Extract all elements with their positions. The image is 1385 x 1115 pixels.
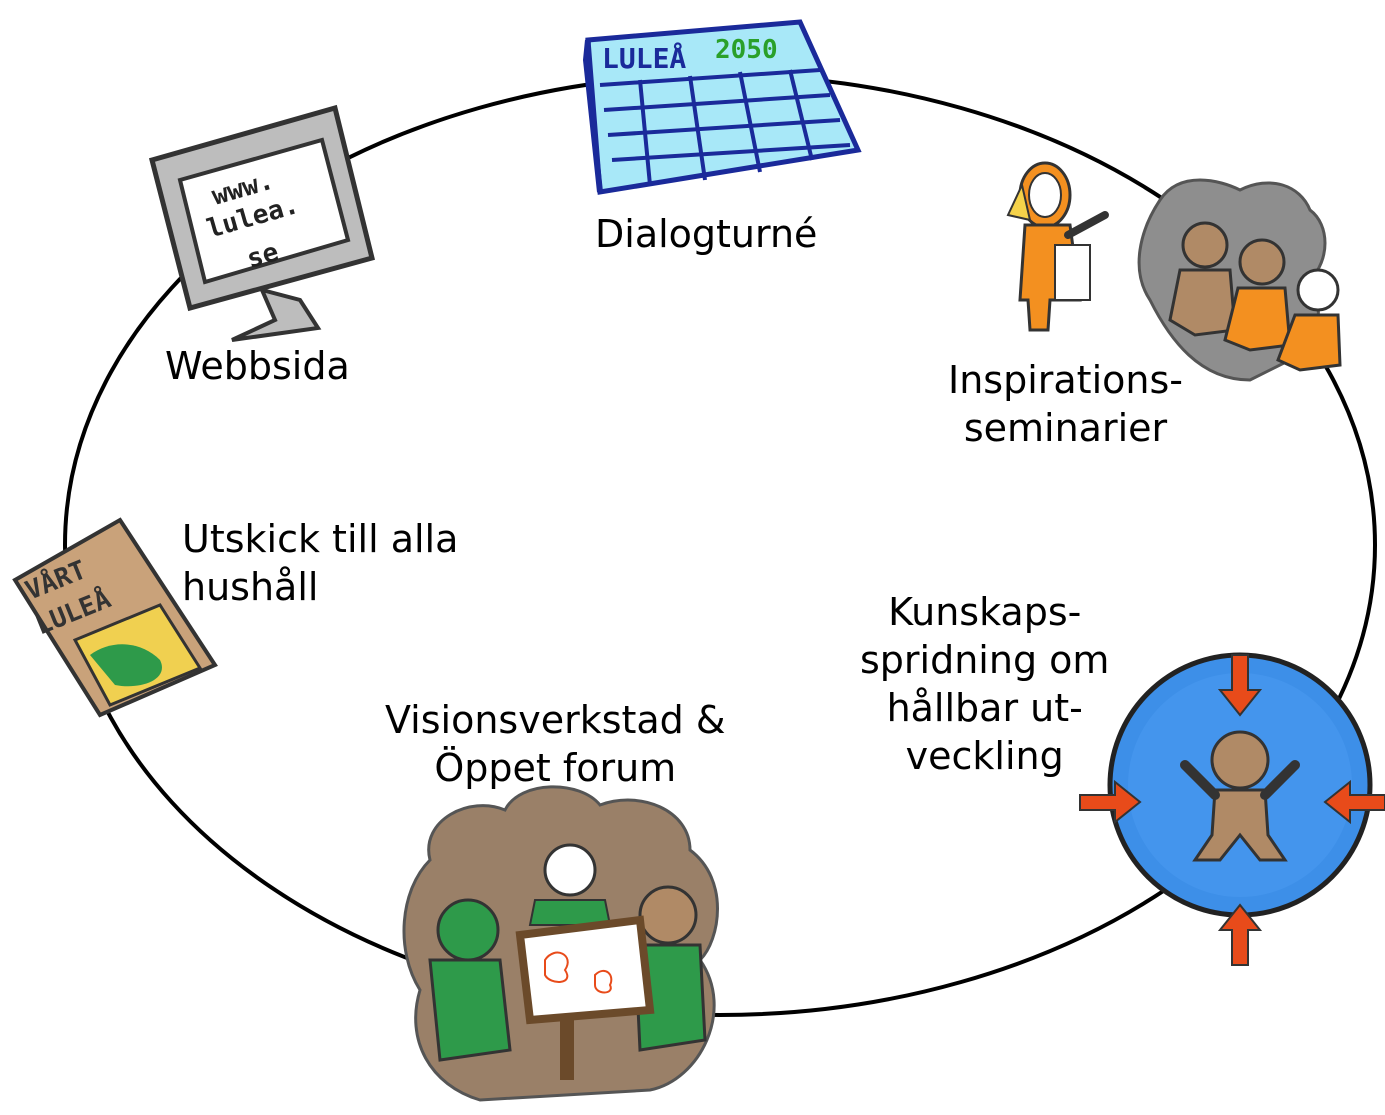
label-visionsverkstad: Visionsverkstad & Öppet forum — [385, 698, 726, 790]
label-dialogturne: Dialogturné — [595, 212, 818, 256]
label-webbsida: Webbsida — [165, 344, 350, 388]
calendar-title: LULEÅ — [602, 41, 686, 75]
calendar-year: 2050 — [715, 35, 778, 65]
label-utskick: Utskick till alla hushåll — [182, 517, 459, 609]
booklet-icon: VÅRT LULEÅ — [12, 517, 218, 718]
label-kunskapsspridning: Kunskaps- spridning om hållbar ut- veckl… — [860, 590, 1110, 778]
label-inspirationsseminarier: Inspirations- seminarier — [948, 358, 1183, 450]
workshop-table-icon — [402, 785, 719, 1102]
audience-icon — [1006, 161, 1342, 382]
calendar-icon: LULEÅ 2050 — [582, 19, 862, 195]
monitor-icon: www. lulea. se — [148, 104, 376, 342]
person-in-sphere-icon — [1079, 652, 1385, 966]
